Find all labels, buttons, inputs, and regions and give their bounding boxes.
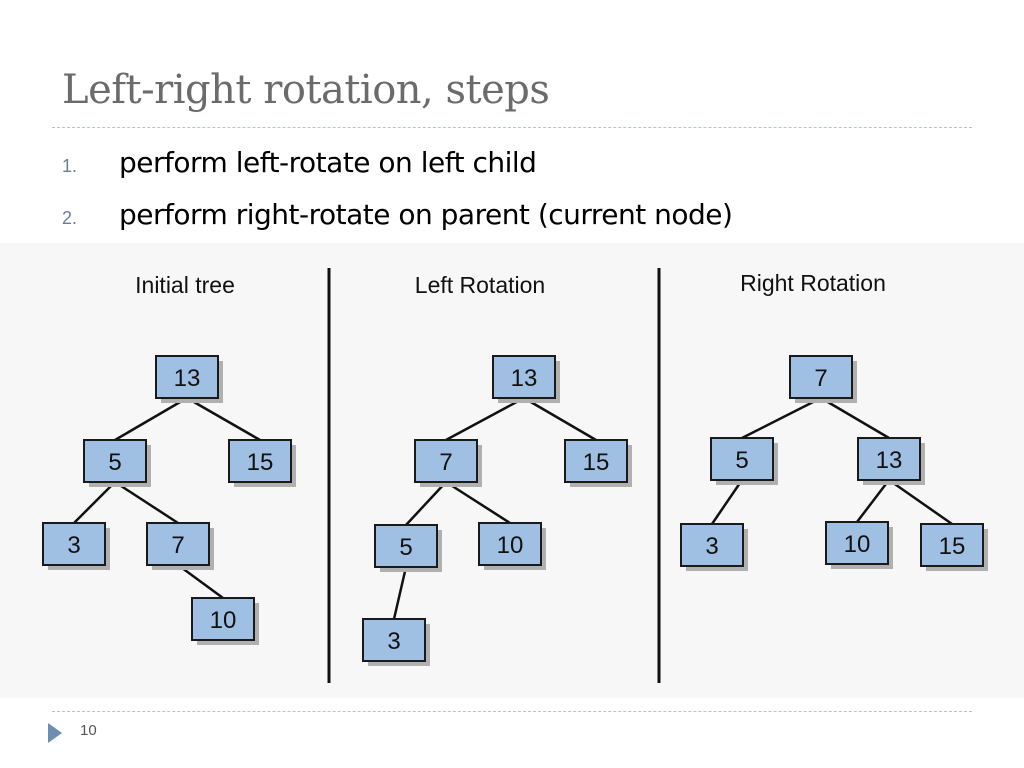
tree-node <box>362 618 426 662</box>
tree-edge <box>114 396 188 442</box>
tree-edge <box>186 396 261 442</box>
tree-node <box>680 523 744 567</box>
tree-node-label: 10 <box>844 531 871 558</box>
tree-edge <box>888 478 953 526</box>
tree-node-label: 15 <box>583 449 610 476</box>
tree-node <box>146 522 210 566</box>
tree-node <box>228 439 292 483</box>
tree-node-label: 13 <box>876 447 903 474</box>
tree-node-label: 7 <box>439 449 452 476</box>
tree-node <box>374 524 438 568</box>
tree-node-label: 10 <box>497 532 524 559</box>
tree-edge <box>445 480 511 525</box>
tree-node-label: 10 <box>210 607 237 634</box>
tree-edge <box>710 479 744 525</box>
page-number: 10 <box>80 722 97 739</box>
panel-title: Right Rotation <box>740 270 886 296</box>
title-divider <box>52 127 972 128</box>
tree-edge <box>177 563 224 600</box>
tree-node-label: 7 <box>814 365 827 392</box>
step-number: 2. <box>62 208 78 228</box>
tree-node <box>478 522 542 566</box>
tree-node-label: 15 <box>247 449 274 476</box>
tree-edge <box>820 396 890 440</box>
rotation-diagram-svg: Initial tree 13 5 15 3 7 10 Left Rotation 13 7 15 5… <box>0 243 1024 698</box>
tree-node <box>492 355 556 399</box>
tree-node-label: 15 <box>939 533 966 560</box>
tree-node-label: 3 <box>67 532 80 559</box>
tree-node <box>83 439 147 483</box>
diagram-background <box>0 243 1024 698</box>
footer-divider <box>52 711 972 712</box>
tree-node-label: 5 <box>399 534 412 561</box>
tree-node-label: 5 <box>735 447 748 474</box>
panel-title: Initial tree <box>135 272 235 298</box>
step-number: 1. <box>62 156 78 176</box>
panel-title: Left Rotation <box>415 272 545 298</box>
tree-node <box>789 355 853 399</box>
tree-node <box>710 437 774 481</box>
tree-node <box>155 355 219 399</box>
footer-triangle-icon <box>48 723 62 743</box>
tree-node <box>414 439 478 483</box>
tree-edge <box>114 480 179 525</box>
tree-node-label: 7 <box>171 532 184 559</box>
rotation-diagram: Initial tree 13 5 15 3 7 10 Left Rotation 13 7 15 5… <box>0 243 1024 698</box>
tree-node <box>920 523 984 567</box>
tree-node-label: 13 <box>511 365 538 392</box>
slide-title: Left-right rotation, steps <box>62 67 550 113</box>
tree-node <box>42 522 106 566</box>
tree-edge <box>405 481 447 526</box>
step-text: perform right-rotate on parent (current … <box>119 198 733 231</box>
tree-node <box>191 597 255 641</box>
tree-edge <box>73 481 116 524</box>
tree-node <box>825 521 889 565</box>
step-text: perform left-rotate on left child <box>119 146 537 179</box>
tree-node <box>564 439 628 483</box>
tree-edge <box>856 479 890 523</box>
tree-edge <box>392 566 408 620</box>
tree-node-label: 5 <box>108 449 121 476</box>
tree-node <box>857 437 921 481</box>
tree-edge <box>741 396 822 440</box>
tree-edge <box>523 396 597 442</box>
tree-node-label: 13 <box>174 365 201 392</box>
tree-node-label: 3 <box>387 628 400 655</box>
tree-node-label: 3 <box>705 533 718 560</box>
tree-edge <box>445 396 525 442</box>
